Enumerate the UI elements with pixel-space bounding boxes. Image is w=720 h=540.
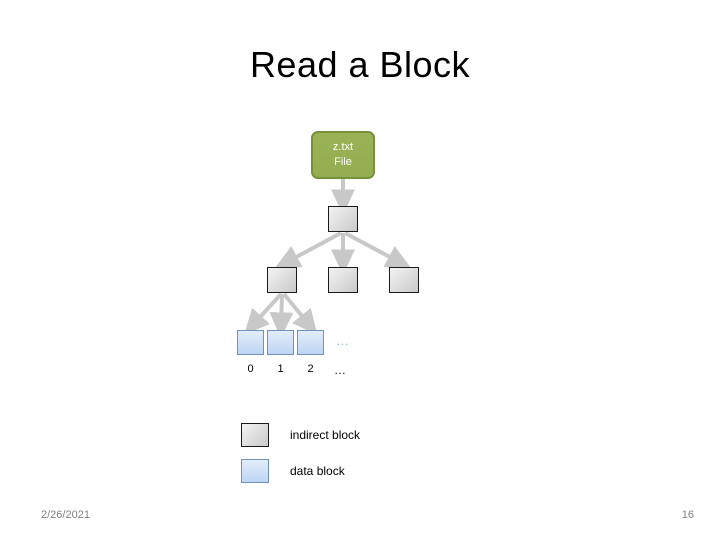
indirect-block-swatch-icon: [241, 423, 269, 447]
edge-child0-to-data-1: [269, 293, 294, 338]
edge-child0-to-data-2: [282, 292, 318, 336]
edge-root-to-child-2: [344, 231, 412, 269]
page-title: Read a Block: [249, 44, 471, 85]
data-block-index-ellipsis: …: [334, 363, 347, 377]
legend: indirect block data block: [241, 417, 360, 489]
data-block-overflow-ellipsis: …: [336, 333, 350, 348]
file-node[interactable]: z.txt File: [311, 131, 375, 179]
data-block-index-0: 0: [247, 363, 254, 375]
data-block-index-1: 1: [277, 363, 284, 375]
legend-label-data-block: data block: [290, 464, 345, 478]
indirect-block-root[interactable]: [328, 206, 358, 232]
data-block-0[interactable]: [237, 330, 264, 355]
legend-label-indirect-block: indirect block: [290, 428, 361, 442]
indirect-block-child-1[interactable]: [328, 267, 358, 293]
edge-child0-to-data-0: [243, 292, 283, 335]
legend-item-data-block: data block: [241, 453, 360, 489]
edge-root-to-child-0: [274, 231, 342, 269]
data-block-1[interactable]: [267, 330, 294, 355]
footer-page-number: 16: [681, 509, 694, 521]
footer-date: 2/26/2021: [41, 509, 90, 521]
file-node-name: z.txt: [332, 141, 354, 153]
data-block-index-2: 2: [307, 363, 314, 375]
indirect-block-child-0[interactable]: [267, 267, 297, 293]
legend-item-indirect-block: indirect block: [241, 417, 360, 453]
data-block-2[interactable]: [297, 330, 324, 355]
file-node-type: File: [334, 156, 352, 168]
indirect-block-child-2[interactable]: [389, 267, 419, 293]
data-block-swatch-icon: [241, 459, 269, 483]
